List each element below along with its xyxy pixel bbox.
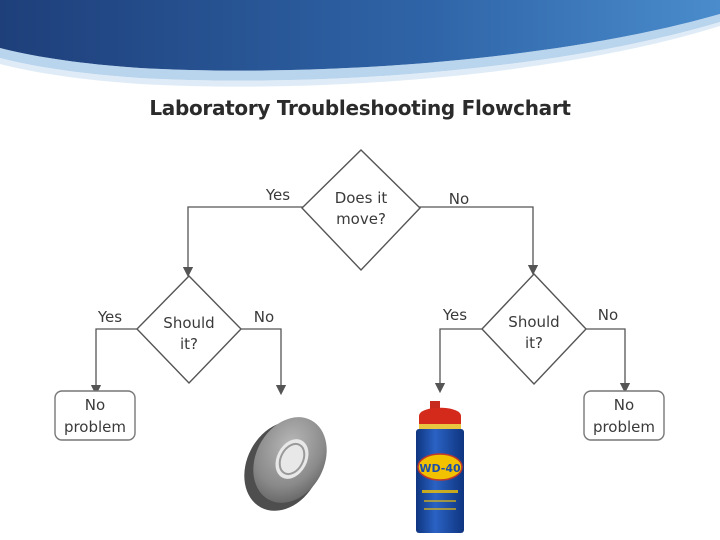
decision-should-it-left: Should it? (137, 276, 241, 383)
outcome-no-problem-right: No problem (584, 391, 664, 440)
decision-line-1: Should (508, 313, 559, 331)
header-banner (0, 0, 720, 87)
root-yes-label: Yes (265, 186, 290, 204)
outcome-line-1: No (85, 396, 105, 414)
decision-line-1: Should (163, 314, 214, 332)
decision-line-2: it? (525, 334, 543, 352)
outcome-line-2: problem (64, 418, 126, 436)
decision-should-it-right: Should it? (482, 274, 586, 384)
decision-does-it-move: Does it move? (302, 150, 420, 270)
wd40-label: WD-40 (419, 462, 461, 475)
outcome-line-1: No (614, 396, 634, 414)
wd40-can-icon: WD-40 (416, 401, 464, 533)
page-title: Laboratory Troubleshooting Flowchart (0, 96, 720, 120)
decision-line-2: it? (180, 335, 198, 353)
decision-line-1: Does it (335, 189, 388, 207)
outcome-no-problem-left: No problem (55, 391, 135, 440)
duct-tape-icon (229, 404, 341, 524)
left-no-label: No (254, 308, 274, 326)
left-yes-label: Yes (97, 308, 122, 326)
right-yes-label: Yes (442, 306, 467, 324)
decision-line-2: move? (336, 210, 386, 228)
right-no-label: No (598, 306, 618, 324)
outcome-line-2: problem (593, 418, 655, 436)
root-no-label: No (449, 190, 469, 208)
